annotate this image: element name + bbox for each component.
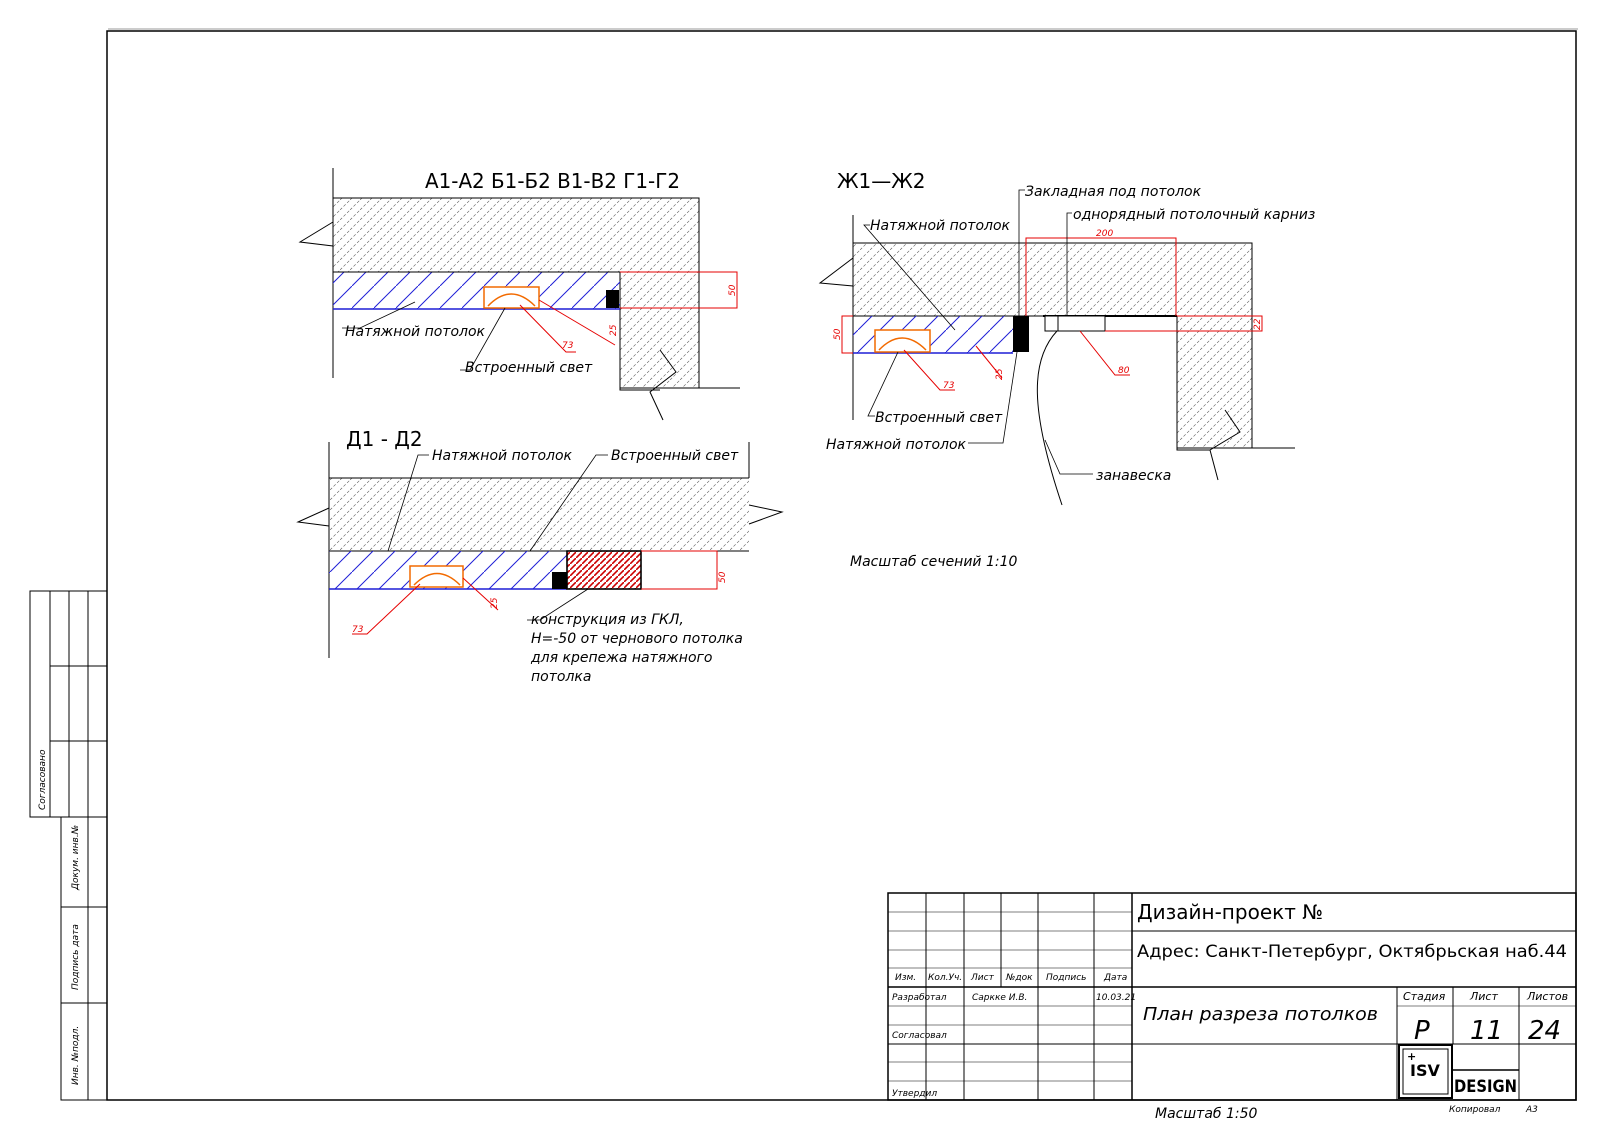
section-d1-d2: Д1 - Д2 50 73 25 Натяжной потолок Встрое… [296, 427, 784, 685]
section3-embed-profile [1013, 316, 1029, 352]
section1-light-fixture [483, 286, 540, 309]
section2-gkl-note: конструкция из ГКЛ, H=-50 от чернового п… [530, 612, 747, 685]
section1-dim-height: 50 [728, 284, 738, 296]
section2-label-ceiling: Натяжной потолок [432, 448, 573, 464]
sheet-border [106, 30, 1577, 1101]
section1-stretch-zone [333, 272, 620, 309]
section3-dim-22: 22 [1253, 318, 1263, 330]
tb-developed-label: Разработал [892, 993, 947, 1003]
tb-stage: Р [1414, 1016, 1430, 1046]
side-sign-date: Подпись дата [71, 924, 81, 990]
section3-title: Ж1—Ж2 [837, 169, 926, 193]
tb-developer: Саркке И.В. [972, 993, 1027, 1003]
tb-stage-label: Стадия [1403, 990, 1446, 1003]
gkl-note-line4: потолка [531, 669, 591, 685]
scale-sections: Масштаб сечений 1:10 [850, 554, 1018, 570]
section1-title: А1-А2 Б1-Б2 В1-В2 Г1-Г2 [425, 169, 680, 193]
section2-dim-gap: 25 [490, 597, 500, 609]
gkl-note-line3: для крепежа натяжного [530, 650, 712, 666]
tb-sheets: 24 [1528, 1016, 1561, 1046]
section3-cornice [1043, 315, 1177, 332]
tb-header-kol: Кол.Уч. [928, 973, 962, 983]
tb-header-date: Дата [1103, 973, 1127, 983]
tb-scale: Масштаб 1:50 [1155, 1106, 1258, 1122]
section3-dim-200: 200 [1096, 229, 1113, 239]
section3-light-fixture [874, 329, 931, 353]
section1-label-ceiling: Натяжной потолок [345, 324, 486, 340]
tb-copied: Копировал [1449, 1105, 1501, 1115]
section-zh1-zh2: Ж1—Ж2 200 50 22 80 73 25 Закладн [818, 169, 1315, 506]
section3-dim-25: 25 [995, 368, 1005, 380]
logo-plus: + [1407, 1050, 1416, 1063]
section2-light-fixture [409, 565, 464, 588]
section3-label-ceiling-top: Натяжной потолок [870, 218, 1011, 234]
tb-header-ndok: №док [1005, 973, 1033, 983]
section2-profile [552, 572, 567, 589]
title-block: Изм. Кол.Уч. Лист №док Подпись Дата Разр… [887, 892, 1577, 1122]
section3-dim-80: 80 [1118, 366, 1130, 376]
section2-gkl-structure [566, 550, 642, 590]
section2-slab [329, 478, 749, 551]
section1-dim-light: 73 [562, 341, 574, 351]
section2-title: Д1 - Д2 [346, 427, 423, 451]
tb-format: А3 [1525, 1105, 1538, 1115]
tb-header-sign: Подпись [1046, 973, 1086, 983]
section1-profile [606, 290, 619, 308]
section2-label-light: Встроенный свет [611, 448, 739, 464]
section3-dim-50: 50 [833, 328, 843, 340]
tb-agreed-label: Согласовал [892, 1031, 947, 1041]
tb-header-izm: Изм. [895, 973, 916, 983]
tb-date: 10.03.21 [1096, 993, 1136, 1003]
section3-dim-73: 73 [943, 381, 955, 391]
section-a1-g2: А1-А2 Б1-Б2 В1-В2 Г1-Г2 50 25 73 Натяжно… [298, 168, 740, 421]
logo-isv: ISV [1410, 1061, 1440, 1080]
section1-dim-gap: 25 [609, 324, 619, 336]
section3-label-light: Встроенный свет [875, 410, 1003, 426]
section3-label-curtain: занавеска [1096, 468, 1171, 484]
side-agreed: Согласовано [38, 749, 48, 810]
side-inv-orig: Инв. №подл. [71, 1026, 81, 1085]
isv-design-logo: + ISV DESIGN [1398, 1044, 1519, 1099]
section3-label-ceiling-bottom: Натяжной потолок [826, 437, 967, 453]
tb-sheet-label: Лист [1469, 990, 1498, 1003]
side-stamp: Согласовано Докум. инв.№ Подпись дата Ин… [29, 590, 108, 1101]
gkl-note-line2: H=-50 от чернового потолка [531, 631, 743, 647]
tb-sheets-label: Листов [1526, 990, 1568, 1003]
section2-dim-light: 73 [352, 625, 364, 635]
tb-sheet: 11 [1470, 1016, 1503, 1046]
section2-dim-height: 50 [718, 571, 728, 583]
side-doc-inv: Докум. инв.№ [71, 825, 81, 891]
section3-label-cornice: однорядный потолочный карниз [1073, 207, 1315, 223]
tb-drawing-title: План разреза потолков [1143, 1004, 1378, 1025]
section1-label-light: Встроенный свет [465, 360, 593, 376]
tb-address: Адрес: Санкт-Петербург, Октябрьская наб.… [1137, 942, 1567, 962]
tb-approved-label: Утвердил [892, 1089, 937, 1099]
tb-header-list: Лист [970, 973, 995, 983]
gkl-note-line1: конструкция из ГКЛ, [531, 612, 684, 628]
section3-label-embed: Закладная под потолок [1025, 184, 1202, 200]
logo-design: DESIGN [1454, 1077, 1517, 1097]
tb-project: Дизайн-проект № [1137, 900, 1323, 924]
